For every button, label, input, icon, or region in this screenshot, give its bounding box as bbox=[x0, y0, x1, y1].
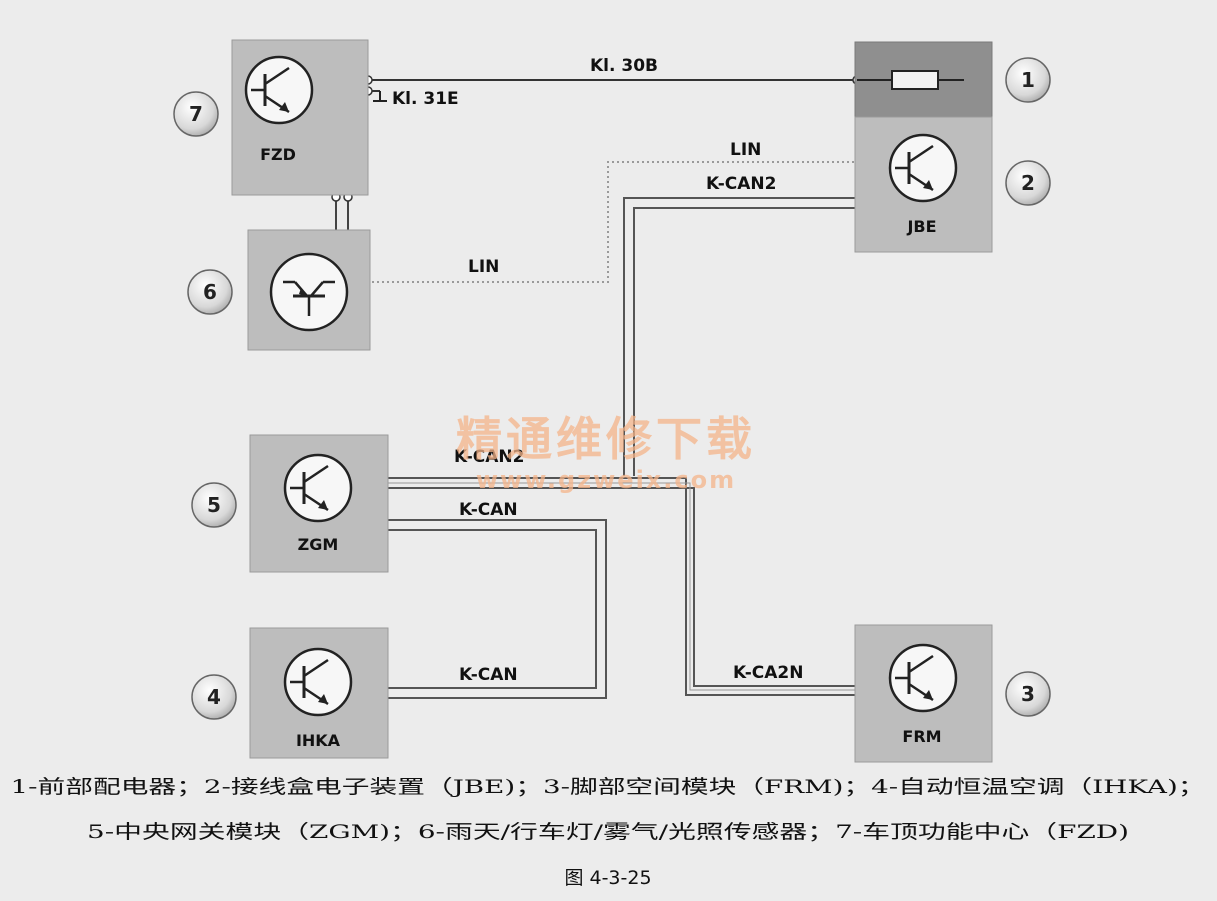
svg-text:1: 1 bbox=[1021, 68, 1035, 92]
label-kcan2-top: K-CAN2 bbox=[706, 174, 776, 194]
transistor-icon bbox=[283, 453, 353, 523]
sensor-transistor-icon bbox=[269, 252, 349, 332]
ground-icon bbox=[373, 91, 387, 102]
svg-text:5: 5 bbox=[207, 493, 221, 517]
badge-6: 6 bbox=[187, 269, 233, 315]
svg-text:2: 2 bbox=[1021, 171, 1035, 195]
wire-kcan-b bbox=[388, 529, 597, 689]
module-ihka: IHKA bbox=[249, 627, 389, 759]
module-label-jbe: JBE bbox=[906, 217, 936, 236]
module-label-fzd: FZD bbox=[260, 145, 296, 164]
transistor-icon bbox=[888, 643, 958, 713]
module-label-ihka: IHKA bbox=[296, 731, 341, 750]
label-kcan-upper: K-CAN bbox=[459, 500, 518, 520]
svg-text:3: 3 bbox=[1021, 682, 1035, 706]
transistor-icon bbox=[283, 647, 353, 717]
wire-kcan2-jbe-a bbox=[623, 197, 855, 476]
svg-text:7: 7 bbox=[189, 102, 203, 126]
watermark-title: 精通维修下载 bbox=[456, 412, 756, 466]
caption-line-2: 5-中央网关模块（ZGM)；6-雨天/行车灯/雾气/光照传感器；7-车顶功能中心… bbox=[87, 821, 1129, 843]
wires bbox=[335, 79, 857, 699]
wire-lin bbox=[372, 161, 855, 283]
wire-kcan2-zgm-c bbox=[388, 482, 855, 691]
wire-kcan2-zgm-a bbox=[388, 477, 855, 696]
badge-2: 2 bbox=[1005, 160, 1051, 206]
badge-4: 4 bbox=[191, 674, 237, 720]
module-label-frm: FRM bbox=[902, 727, 941, 746]
module-jbe: JBE bbox=[854, 116, 993, 253]
label-kcan2-mid: K-CAN2 bbox=[454, 447, 524, 467]
badge-1: 1 bbox=[1005, 57, 1051, 103]
module-frm: FRM bbox=[854, 624, 993, 763]
caption-line-1: 1-前部配电器；2-接线盒电子装置（JBE)；3-脚部空间模块（FRM)；4-自… bbox=[11, 776, 1206, 798]
module-label-zgm: ZGM bbox=[298, 535, 339, 554]
module-fzd: FZD bbox=[231, 39, 369, 196]
label-kl31e: Kl. 31E bbox=[392, 89, 459, 109]
label-lin-top: LIN bbox=[730, 140, 761, 160]
transistor-icon bbox=[244, 55, 314, 125]
svg-text:6: 6 bbox=[203, 280, 217, 304]
badge-3: 3 bbox=[1005, 671, 1051, 717]
module-sensor bbox=[247, 229, 371, 351]
watermark-url: www.gzweix.com bbox=[476, 466, 736, 494]
module-power-distribution bbox=[854, 41, 993, 118]
label-kca2n: K-CA2N bbox=[733, 663, 803, 683]
wire-kcan2-zgm-b bbox=[388, 487, 855, 687]
module-zgm: ZGM bbox=[249, 434, 389, 573]
label-kcan-lower: K-CAN bbox=[459, 665, 518, 685]
transistor-icon bbox=[888, 133, 958, 203]
wire-kcan2-jbe-b bbox=[633, 207, 855, 476]
badge-5: 5 bbox=[191, 482, 237, 528]
fuse-icon bbox=[891, 70, 939, 90]
label-lin-mid: LIN bbox=[468, 257, 499, 277]
label-kl30b: Kl. 30B bbox=[590, 56, 658, 76]
svg-text:4: 4 bbox=[207, 685, 221, 709]
figure-number: 图 4-3-25 bbox=[564, 867, 651, 889]
badge-7: 7 bbox=[173, 91, 219, 137]
wire-kcan-a bbox=[388, 519, 607, 699]
